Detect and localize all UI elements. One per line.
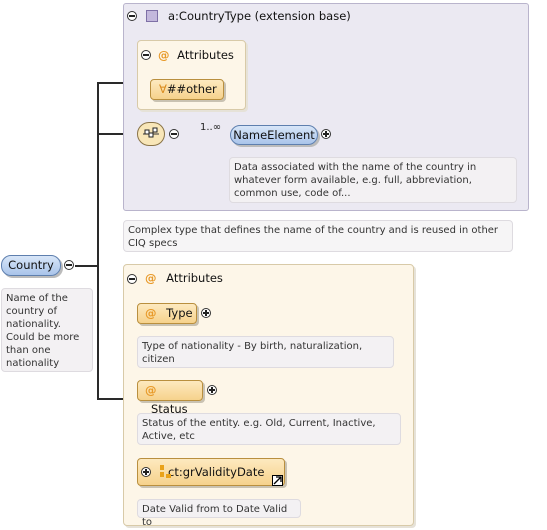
reference-link-icon[interactable] xyxy=(272,475,283,486)
complex-type-icon xyxy=(146,10,158,22)
at-icon: @ xyxy=(145,383,157,397)
any-attribute-chip[interactable]: ∀##other xyxy=(150,79,224,100)
connector-top xyxy=(97,82,137,84)
name-element-doc: Data associated with the name of the cou… xyxy=(229,157,517,203)
at-icon: @ xyxy=(158,48,170,62)
attributes-collapse-toggle[interactable] xyxy=(127,274,137,284)
attribute-group-expand-toggle[interactable] xyxy=(141,467,151,477)
at-icon: @ xyxy=(145,306,157,320)
attribute-group-doc: Date Valid from to Date Valid to xyxy=(137,499,301,528)
connector-bottom xyxy=(97,398,124,400)
any-attribute-icon: ∀ xyxy=(159,82,167,96)
complex-type-collapse-toggle[interactable] xyxy=(127,11,137,21)
attribute-type-doc: Type of nationality - By birth, naturali… xyxy=(137,336,394,368)
sequence-collapse-toggle[interactable] xyxy=(169,129,179,139)
name-element-expand-toggle[interactable] xyxy=(321,129,331,139)
connector-seq xyxy=(97,133,137,135)
attribute-type-expand-toggle[interactable] xyxy=(201,308,211,318)
connector-vertical xyxy=(97,82,99,400)
attribute-status-expand-toggle[interactable] xyxy=(207,385,217,395)
complex-type-doc: Complex type that defines the name of th… xyxy=(123,220,513,252)
attribute-status-doc: Status of the entity. e.g. Old, Current,… xyxy=(137,413,401,445)
root-collapse-toggle[interactable] xyxy=(64,260,74,270)
complex-type-title: a:CountryType (extension base) xyxy=(168,9,351,23)
attribute-type[interactable]: @ Type xyxy=(137,303,197,324)
complex-type-attributes-collapse-toggle[interactable] xyxy=(141,50,151,60)
name-element[interactable]: NameElement xyxy=(230,125,318,145)
attribute-status[interactable]: @ Status xyxy=(137,380,203,416)
name-element-cardinality: 1..∞ xyxy=(200,122,222,133)
sequence-icon xyxy=(143,127,159,138)
root-element-country[interactable]: Country xyxy=(1,255,61,276)
complex-type-attributes-title: @ Attributes xyxy=(158,48,234,62)
attribute-group-icon xyxy=(160,465,174,479)
attribute-group-validity-date[interactable]: ct:grValidityDate xyxy=(137,458,285,486)
at-icon: @ xyxy=(145,271,157,285)
root-doc: Name of the country of nationality. Coul… xyxy=(1,288,93,372)
connector-root xyxy=(75,265,99,267)
root-element-label: Country xyxy=(8,258,54,272)
attributes-title: @ Attributes xyxy=(145,271,223,285)
